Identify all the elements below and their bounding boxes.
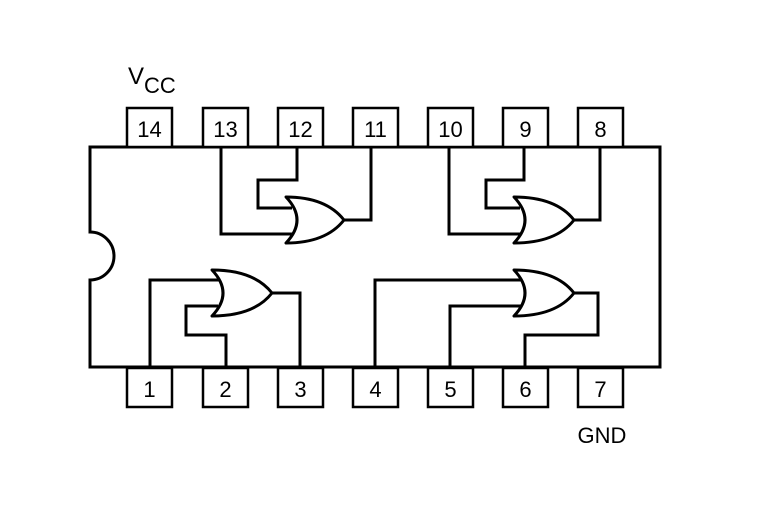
pin-7-box xyxy=(576,366,625,409)
or-gate-3 xyxy=(219,147,373,245)
wire-gate2-to-pin6 xyxy=(523,291,600,368)
bottom-pins: 1 2 3 4 5 6 7 xyxy=(125,366,625,409)
pin-1-label: 1 xyxy=(143,377,155,402)
pin-14-label: 14 xyxy=(137,117,161,142)
or-gate-1-symbol xyxy=(210,268,274,318)
pin-5-label: 5 xyxy=(444,377,456,402)
or-gate-1 xyxy=(148,268,302,368)
pin-7-label: 7 xyxy=(594,377,606,402)
chip-body xyxy=(88,145,662,369)
vcc-subscript-text: CC xyxy=(144,73,176,98)
wire-gate1-to-pin3 xyxy=(272,291,302,368)
vcc-main-text: V xyxy=(128,63,144,90)
wire-pin12-to-gate3 xyxy=(256,147,299,210)
wire-pin5-to-gate2 xyxy=(448,304,522,368)
gnd-label: GND xyxy=(578,423,627,448)
wire-gate4-to-pin8 xyxy=(574,147,602,222)
pin-13-box xyxy=(201,106,250,149)
pin-12-label: 12 xyxy=(288,117,312,142)
pin-10-label: 10 xyxy=(438,117,462,142)
pin-12-box xyxy=(276,106,325,149)
vcc-label: VCC xyxy=(128,63,176,98)
wire-pin2-to-gate1 xyxy=(184,304,228,368)
or-gate-2-symbol xyxy=(512,268,576,318)
pin-3-label: 3 xyxy=(294,377,306,402)
pin-8-box xyxy=(576,106,625,149)
or-gate-3-symbol xyxy=(284,195,346,245)
pin-11-box xyxy=(351,106,400,149)
pin-4-label: 4 xyxy=(369,377,381,402)
pin-11-label: 11 xyxy=(364,117,387,142)
pin-2-label: 2 xyxy=(219,377,231,402)
wire-gate3-to-pin11 xyxy=(344,147,373,222)
wire-pin4-to-gate2 xyxy=(373,278,524,368)
or-gate-4-symbol xyxy=(512,195,576,245)
or-gate-4 xyxy=(447,147,602,245)
pin-2-box xyxy=(201,366,250,409)
pin-8-label: 8 xyxy=(594,117,606,142)
pin-9-box xyxy=(501,106,550,149)
pin-6-label: 6 xyxy=(519,377,531,402)
pin-3-box xyxy=(276,366,325,409)
or-gate-2 xyxy=(373,268,600,368)
pin-13-label: 13 xyxy=(213,117,237,142)
pin-10-box xyxy=(426,106,475,149)
wire-pin1-to-gate1 xyxy=(148,278,220,368)
pin-5-box xyxy=(426,366,475,409)
top-pins: 14 13 12 11 10 9 8 xyxy=(125,106,625,149)
pin-4-box xyxy=(351,366,400,409)
wire-pin10-to-gate4 xyxy=(447,147,521,236)
wire-pin13-to-gate3 xyxy=(219,147,293,236)
pin-9-label: 9 xyxy=(519,117,531,142)
pin-14-box xyxy=(125,106,174,149)
wire-pin9-to-gate4 xyxy=(484,147,526,210)
pin-1-box xyxy=(125,366,174,409)
